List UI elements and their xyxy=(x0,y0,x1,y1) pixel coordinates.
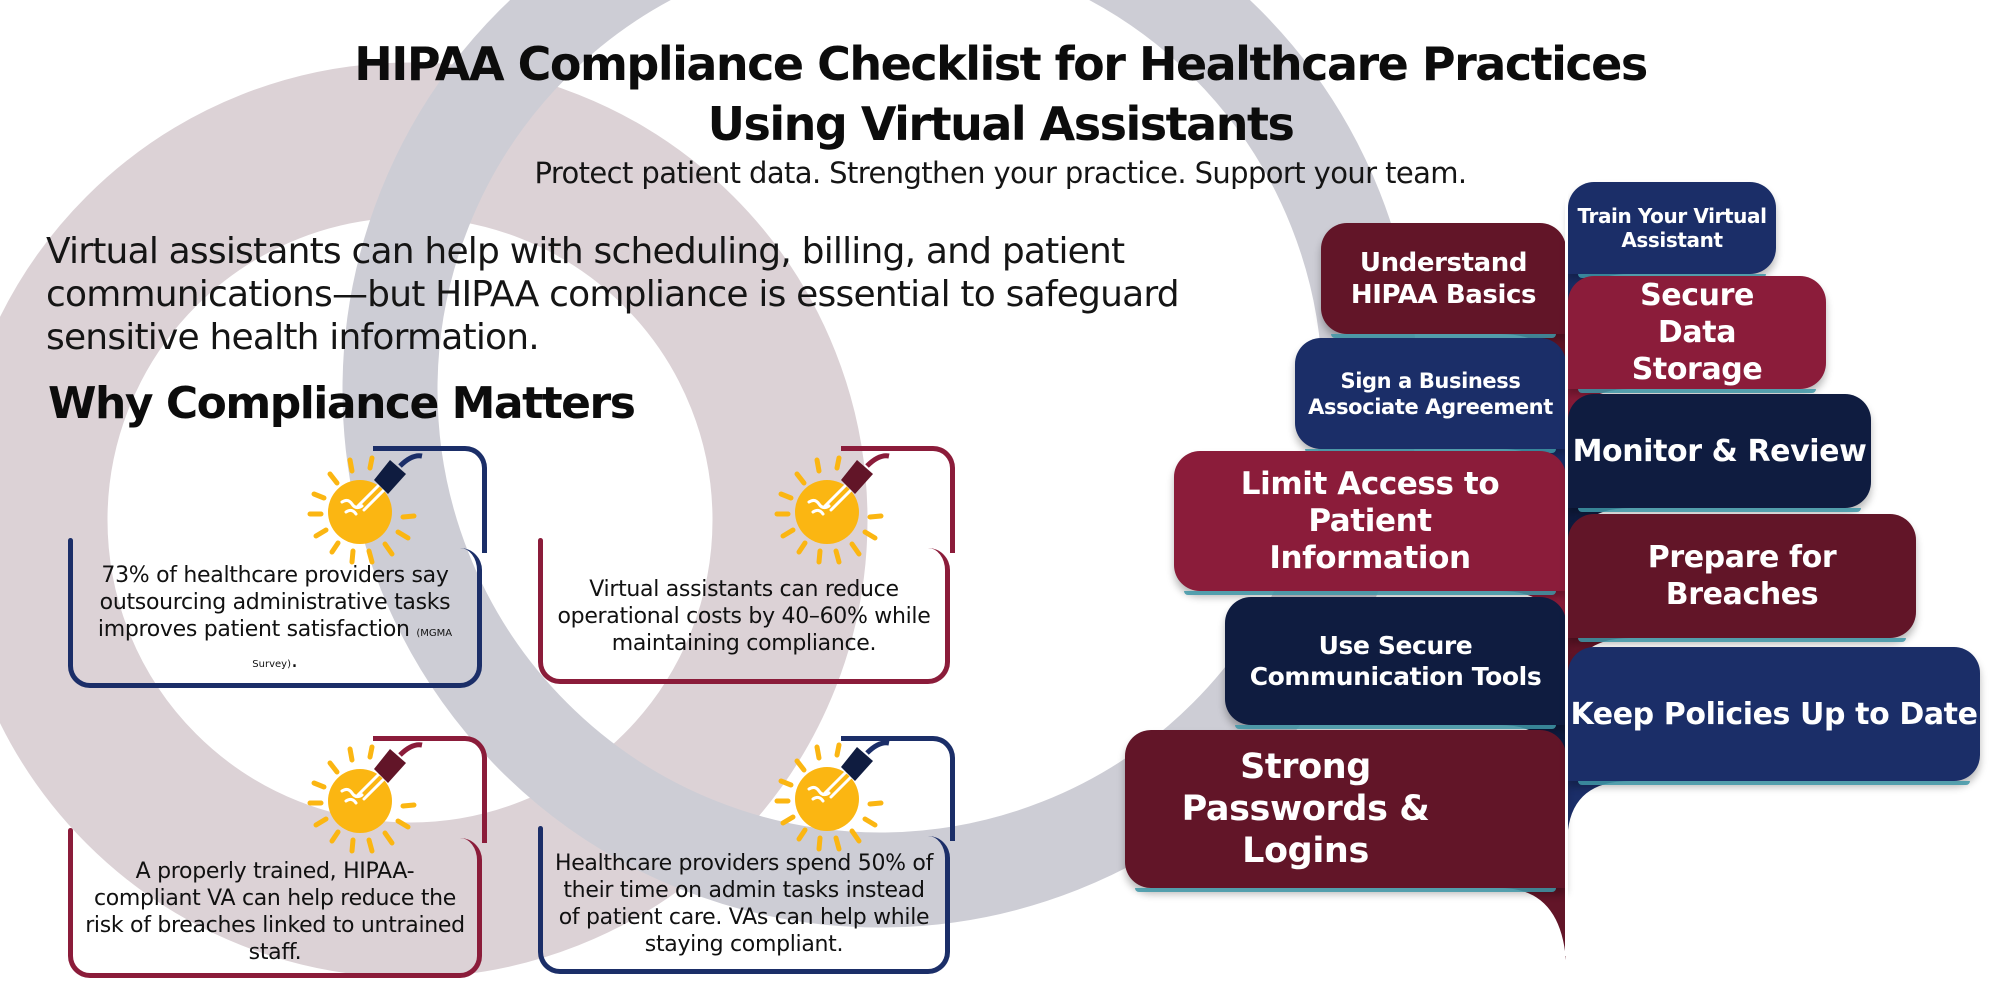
source-note: (MGMA Survey) xyxy=(252,628,453,670)
checklist-label: Sign a Business Associate Agreement xyxy=(1308,368,1553,419)
stat-card-text: Virtual assistants can reduce operationa… xyxy=(557,577,931,656)
subtitle: Protect patient data. Strengthen your pr… xyxy=(534,156,1467,190)
lightbulb-icon xyxy=(767,733,897,863)
stat-card-text: 73% of healthcare providers say outsourc… xyxy=(97,563,453,673)
tail-right xyxy=(1568,781,1630,830)
checklist-label: Strong Passwords & Logins xyxy=(1181,747,1430,871)
title-line-2: Using Virtual Assistants xyxy=(707,97,1295,151)
center-divider xyxy=(1565,186,1568,956)
stat-card: Healthcare providers spend 50% of their … xyxy=(538,736,955,974)
checklist-label: Use Secure Communication Tools xyxy=(1249,631,1542,691)
title-line-1: HIPAA Compliance Checklist for Healthcar… xyxy=(354,37,1648,91)
stat-card-text: A properly trained, HIPAA-compliant VA c… xyxy=(85,859,465,965)
stat-card-text: Healthcare providers spend 50% of their … xyxy=(554,851,934,957)
checklist-label: Prepare for Breaches xyxy=(1647,540,1837,612)
stat-card: Virtual assistants can reduce operationa… xyxy=(538,446,955,684)
checklist-label: Monitor & Review xyxy=(1572,433,1867,469)
checklist-label: Limit Access to Patient Information xyxy=(1240,465,1500,576)
checklist-item-monitor-review: Monitor & Review xyxy=(1568,394,1871,512)
checklist-item-secure-storage: Secure Data Storage xyxy=(1568,276,1826,393)
checklist-item-train-va: Train Your Virtual Assistant xyxy=(1568,182,1776,278)
stat-card: A properly trained, HIPAA-compliant VA c… xyxy=(68,736,487,978)
lightbulb-icon xyxy=(300,735,430,865)
stat-card: 73% of healthcare providers say outsourc… xyxy=(68,446,487,688)
checklist-item-understand-hipaa: Understand HIPAA Basics xyxy=(1321,223,1566,338)
tail-left xyxy=(1500,888,1566,960)
checklist-label: Train Your Virtual Assistant xyxy=(1577,204,1767,252)
intro-paragraph: Virtual assistants can help with schedul… xyxy=(46,231,1180,358)
lightbulb-icon xyxy=(767,446,897,576)
checklist-item-strong-passwords: Strong Passwords & Logins xyxy=(1125,730,1566,892)
checklist-item-keep-policies: Keep Policies Up to Date xyxy=(1568,647,1980,785)
page-title: HIPAA Compliance Checklist for Healthcar… xyxy=(0,34,2001,154)
checklist-item-secure-communication: Use Secure Communication Tools xyxy=(1225,597,1566,729)
lightbulb-icon xyxy=(300,446,430,576)
checklist-label: Secure Data Storage xyxy=(1631,278,1763,387)
checklist-item-sign-baa: Sign a Business Associate Agreement xyxy=(1295,338,1566,453)
checklist-label: Understand HIPAA Basics xyxy=(1350,247,1537,310)
section-heading: Why Compliance Matters xyxy=(48,378,636,429)
checklist-label: Keep Policies Up to Date xyxy=(1570,696,1978,732)
checklist-item-limit-access: Limit Access to Patient Information xyxy=(1174,451,1566,595)
checklist-item-prepare-breaches: Prepare for Breaches xyxy=(1568,514,1916,642)
